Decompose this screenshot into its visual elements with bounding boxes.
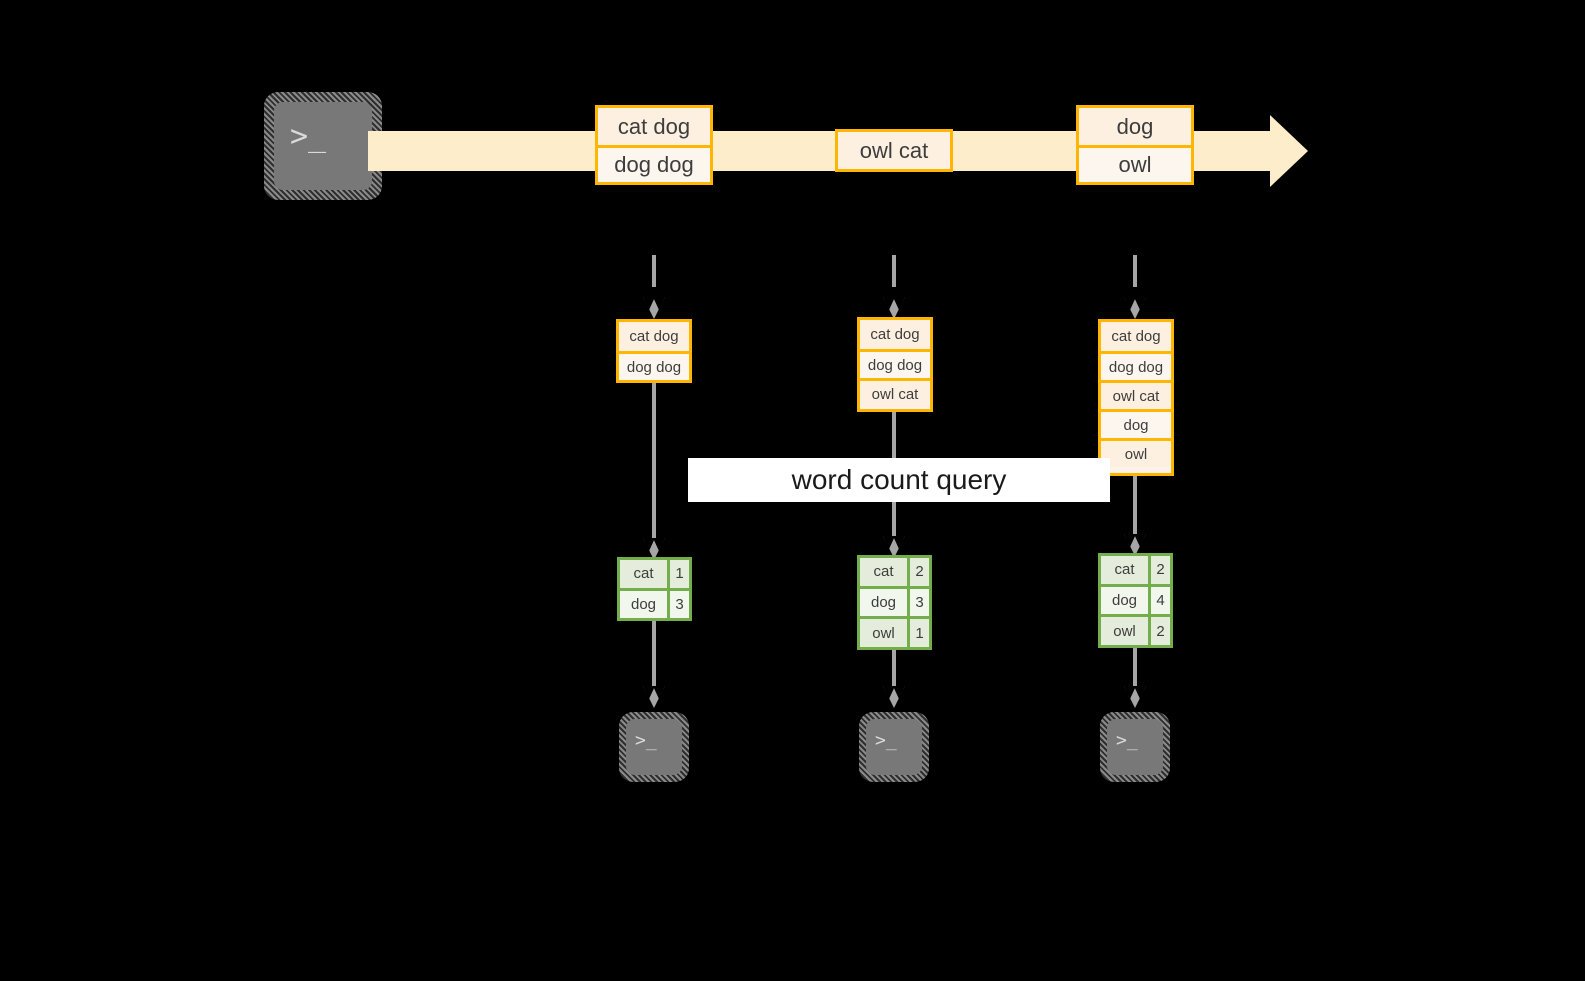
snapshot-1-result-table: cat 1 dog 3 bbox=[617, 557, 692, 621]
snapshot-2-consumer-terminal-icon: >_ bbox=[859, 712, 929, 782]
result-word: cat bbox=[860, 558, 907, 586]
table-row: owl 1 bbox=[860, 616, 929, 648]
producer-terminal-prompt-glyph: >_ bbox=[290, 119, 327, 154]
snapshot-3-tap-line bbox=[1133, 255, 1137, 307]
snapshot-1-consumer-terminal-icon: >_ bbox=[619, 712, 689, 782]
stream-record-2-line-1: owl cat bbox=[838, 132, 950, 169]
snapshot-3-input-line-4: dog bbox=[1101, 409, 1171, 438]
snapshot-1-query-arrowhead-icon bbox=[643, 538, 665, 560]
result-count: 2 bbox=[907, 558, 929, 586]
snapshot-1-input-box: cat dog dog dog bbox=[616, 319, 692, 383]
table-row: owl 2 bbox=[1101, 614, 1170, 646]
snapshot-3-query-arrowhead-icon bbox=[1124, 534, 1146, 556]
snapshot-2-output-arrowhead-icon bbox=[883, 686, 905, 708]
snapshot-1-output-arrowhead-icon bbox=[643, 686, 665, 708]
snapshot-2-input-line-2: dog dog bbox=[860, 349, 930, 378]
stream-record-3-line-2: owl bbox=[1079, 145, 1191, 182]
snapshot-2-tap-line bbox=[892, 255, 896, 307]
stream-record-1-line-2: dog dog bbox=[598, 145, 710, 182]
table-row: dog 4 bbox=[1101, 583, 1170, 615]
snapshot-1-tap-arrowhead-icon bbox=[643, 297, 665, 319]
result-word: owl bbox=[860, 619, 907, 648]
result-count: 2 bbox=[1148, 617, 1170, 646]
stream-record-3: dog owl bbox=[1076, 105, 1194, 185]
result-word: cat bbox=[620, 560, 667, 588]
result-word: dog bbox=[1101, 586, 1148, 615]
snapshot-3-input-box: cat dog dog dog owl cat dog owl bbox=[1098, 319, 1174, 476]
result-count: 3 bbox=[667, 590, 689, 618]
result-count: 3 bbox=[907, 588, 929, 617]
result-word: dog bbox=[620, 590, 667, 618]
result-word: cat bbox=[1101, 556, 1148, 584]
snapshot-2-consumer-terminal-body bbox=[866, 719, 922, 775]
snapshot-2-consumer-prompt-glyph: >_ bbox=[875, 730, 897, 751]
snapshot-3-input-line-2: dog dog bbox=[1101, 351, 1171, 380]
snapshot-2-input-line-3: owl cat bbox=[860, 378, 930, 407]
snapshot-2-output-line bbox=[892, 650, 896, 693]
result-count: 1 bbox=[907, 619, 929, 648]
snapshot-2-input-box: cat dog dog dog owl cat bbox=[857, 317, 933, 412]
result-word: owl bbox=[1101, 617, 1148, 646]
snapshot-1-input-line-1: cat dog bbox=[619, 322, 689, 351]
stream-record-2: owl cat bbox=[835, 129, 953, 172]
stream-arrow-head-icon bbox=[1270, 115, 1308, 187]
stream-record-1: cat dog dog dog bbox=[595, 105, 713, 185]
snapshot-3-tap-arrowhead-icon bbox=[1124, 297, 1146, 319]
result-count: 4 bbox=[1148, 586, 1170, 615]
table-row: cat 1 bbox=[620, 560, 689, 588]
snapshot-3-output-line bbox=[1133, 648, 1137, 693]
snapshot-1-consumer-terminal-body bbox=[626, 719, 682, 775]
stream-record-1-line-1: cat dog bbox=[598, 108, 710, 145]
snapshot-3-input-line-1: cat dog bbox=[1101, 322, 1171, 351]
snapshot-2-result-table: cat 2 dog 3 owl 1 bbox=[857, 555, 932, 650]
snapshot-3-query-line bbox=[1133, 476, 1137, 546]
result-count: 1 bbox=[667, 560, 689, 588]
snapshot-3-result-table: cat 2 dog 4 owl 2 bbox=[1098, 553, 1173, 648]
snapshot-2-tap-arrowhead-icon bbox=[883, 297, 905, 319]
snapshot-3-consumer-prompt-glyph: >_ bbox=[1116, 730, 1138, 751]
snapshot-1-tap-line bbox=[652, 255, 656, 307]
snapshot-3-input-line-3: owl cat bbox=[1101, 380, 1171, 409]
table-row: cat 2 bbox=[860, 558, 929, 586]
snapshot-2-input-line-1: cat dog bbox=[860, 320, 930, 349]
table-row: cat 2 bbox=[1101, 556, 1170, 584]
result-count: 2 bbox=[1148, 556, 1170, 584]
producer-terminal-icon: >_ bbox=[264, 92, 382, 200]
snapshot-1-query-line bbox=[652, 383, 656, 548]
snapshot-3-output-arrowhead-icon bbox=[1124, 686, 1146, 708]
table-row: dog 3 bbox=[620, 587, 689, 618]
table-row: dog 3 bbox=[860, 585, 929, 617]
snapshot-2-query-arrowhead-icon bbox=[883, 536, 905, 558]
snapshot-3-consumer-terminal-icon: >_ bbox=[1100, 712, 1170, 782]
producer-terminal-body bbox=[274, 102, 372, 190]
snapshot-1-output-line bbox=[652, 621, 656, 693]
result-word: dog bbox=[860, 588, 907, 617]
stream-record-3-line-1: dog bbox=[1079, 108, 1191, 145]
query-label: word count query bbox=[688, 458, 1110, 502]
snapshot-1-consumer-prompt-glyph: >_ bbox=[635, 730, 657, 751]
snapshot-1-input-line-2: dog dog bbox=[619, 351, 689, 380]
snapshot-3-input-line-5: owl bbox=[1101, 438, 1171, 467]
snapshot-3-consumer-terminal-body bbox=[1107, 719, 1163, 775]
